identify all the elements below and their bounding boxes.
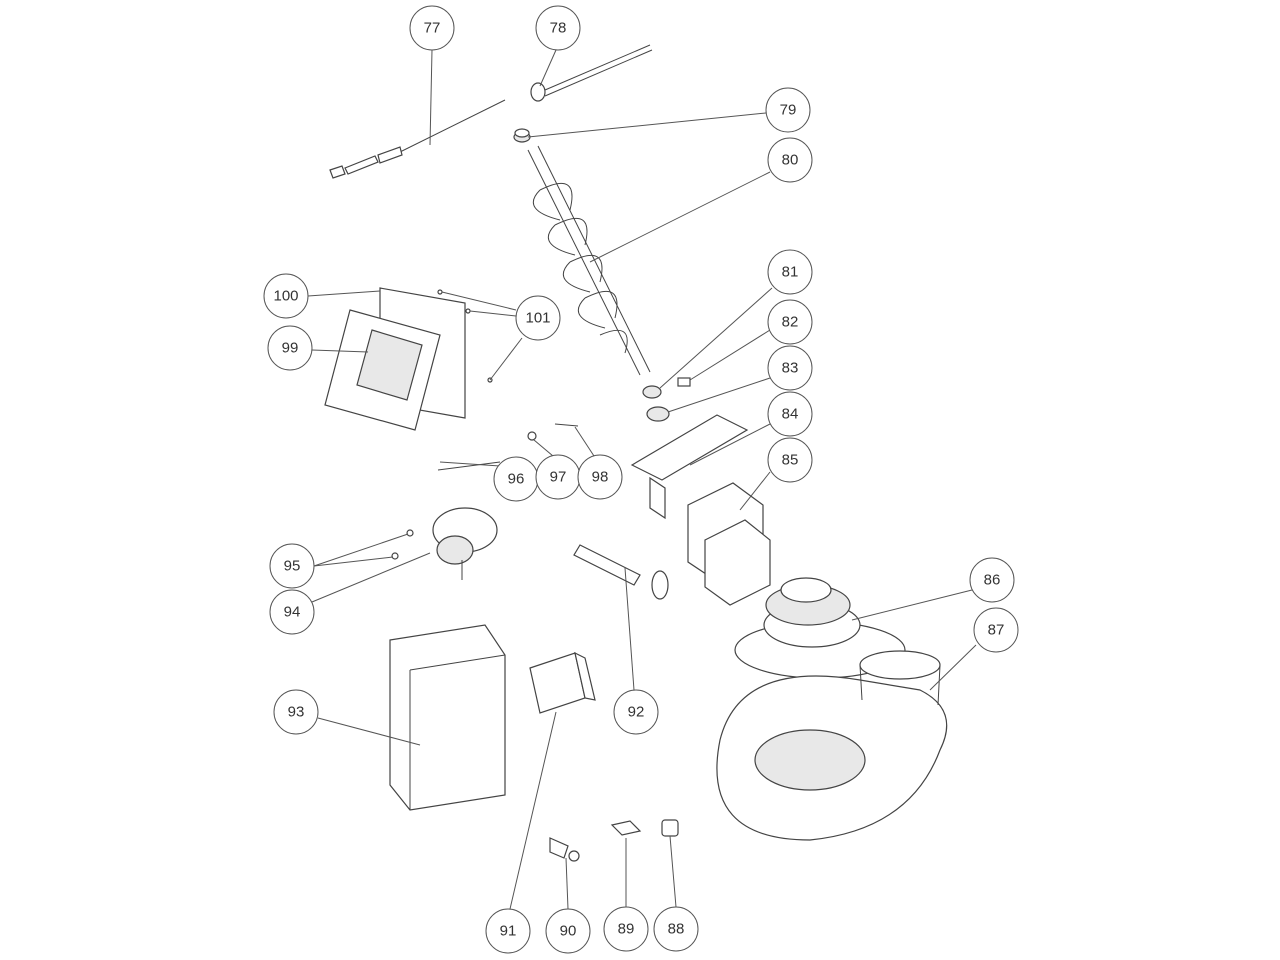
- callout-88: 88: [653, 906, 699, 952]
- svg-text:94: 94: [284, 604, 301, 621]
- svg-text:87: 87: [988, 622, 1005, 639]
- part-94-pressure-switch: [432, 507, 498, 580]
- svg-text:93: 93: [288, 704, 305, 721]
- part-84-bracket: [630, 414, 749, 520]
- svg-text:77: 77: [424, 20, 441, 37]
- callout-91: 91: [485, 908, 531, 954]
- callout-77: 77: [409, 5, 455, 51]
- svg-text:90: 90: [560, 923, 577, 940]
- svg-text:84: 84: [782, 406, 799, 423]
- svg-text:85: 85: [782, 452, 799, 469]
- callout-98: 98: [577, 454, 623, 500]
- callout-97: 97: [535, 454, 581, 500]
- svg-text:79: 79: [780, 102, 797, 119]
- svg-text:97: 97: [550, 469, 567, 486]
- svg-text:86: 86: [984, 572, 1001, 589]
- part-91-relay: [529, 651, 596, 714]
- callout-101: 101: [515, 295, 561, 341]
- svg-text:89: 89: [618, 921, 635, 938]
- callout-92: 92: [613, 689, 659, 735]
- callout-81: 81: [767, 249, 813, 295]
- part-87-housing: [716, 650, 948, 841]
- callout-84: 84: [767, 391, 813, 437]
- part-85-motor-mount: [687, 482, 771, 606]
- callout-93: 93: [273, 689, 319, 735]
- part-93-control-board: [389, 624, 506, 811]
- part-92-igniter: [573, 544, 669, 600]
- svg-text:81: 81: [782, 264, 799, 281]
- part-99-100-door: [324, 287, 466, 431]
- callout-82: 82: [767, 299, 813, 345]
- svg-text:98: 98: [592, 469, 609, 486]
- callout-78: 78: [535, 5, 581, 51]
- part-96-97-98-small: [437, 423, 579, 471]
- callout-80: 80: [767, 137, 813, 183]
- callout-87: 87: [973, 607, 1019, 653]
- part-77-sensor-cable: [329, 99, 506, 179]
- part-78-rod: [530, 44, 653, 102]
- svg-text:92: 92: [628, 704, 645, 721]
- svg-text:80: 80: [782, 152, 799, 169]
- part-88-90-connectors: [549, 819, 679, 862]
- svg-text:88: 88: [668, 921, 685, 938]
- callout-100: 100: [263, 273, 309, 319]
- svg-text:78: 78: [550, 20, 567, 37]
- part-95-screws: [391, 529, 414, 560]
- callout-90: 90: [545, 908, 591, 954]
- svg-text:83: 83: [782, 360, 799, 377]
- part-79-bushing: [513, 128, 531, 143]
- callout-86: 86: [969, 557, 1015, 603]
- callout-96: 96: [493, 456, 539, 502]
- svg-text:96: 96: [508, 471, 525, 488]
- part-80-auger: [527, 145, 651, 376]
- leader-lines: [307, 49, 977, 910]
- svg-text:82: 82: [782, 314, 799, 331]
- callout-95: 95: [269, 543, 315, 589]
- svg-text:95: 95: [284, 558, 301, 575]
- svg-text:101: 101: [525, 310, 550, 327]
- svg-text:99: 99: [282, 340, 299, 357]
- callout-79: 79: [765, 87, 811, 133]
- callout-94: 94: [269, 589, 315, 635]
- callout-83: 83: [767, 345, 813, 391]
- callout-99: 99: [267, 325, 313, 371]
- svg-text:91: 91: [500, 923, 517, 940]
- callout-89: 89: [603, 906, 649, 952]
- part-81-82-83-bearings: [642, 377, 691, 422]
- callout-85: 85: [767, 437, 813, 483]
- svg-text:100: 100: [273, 288, 298, 305]
